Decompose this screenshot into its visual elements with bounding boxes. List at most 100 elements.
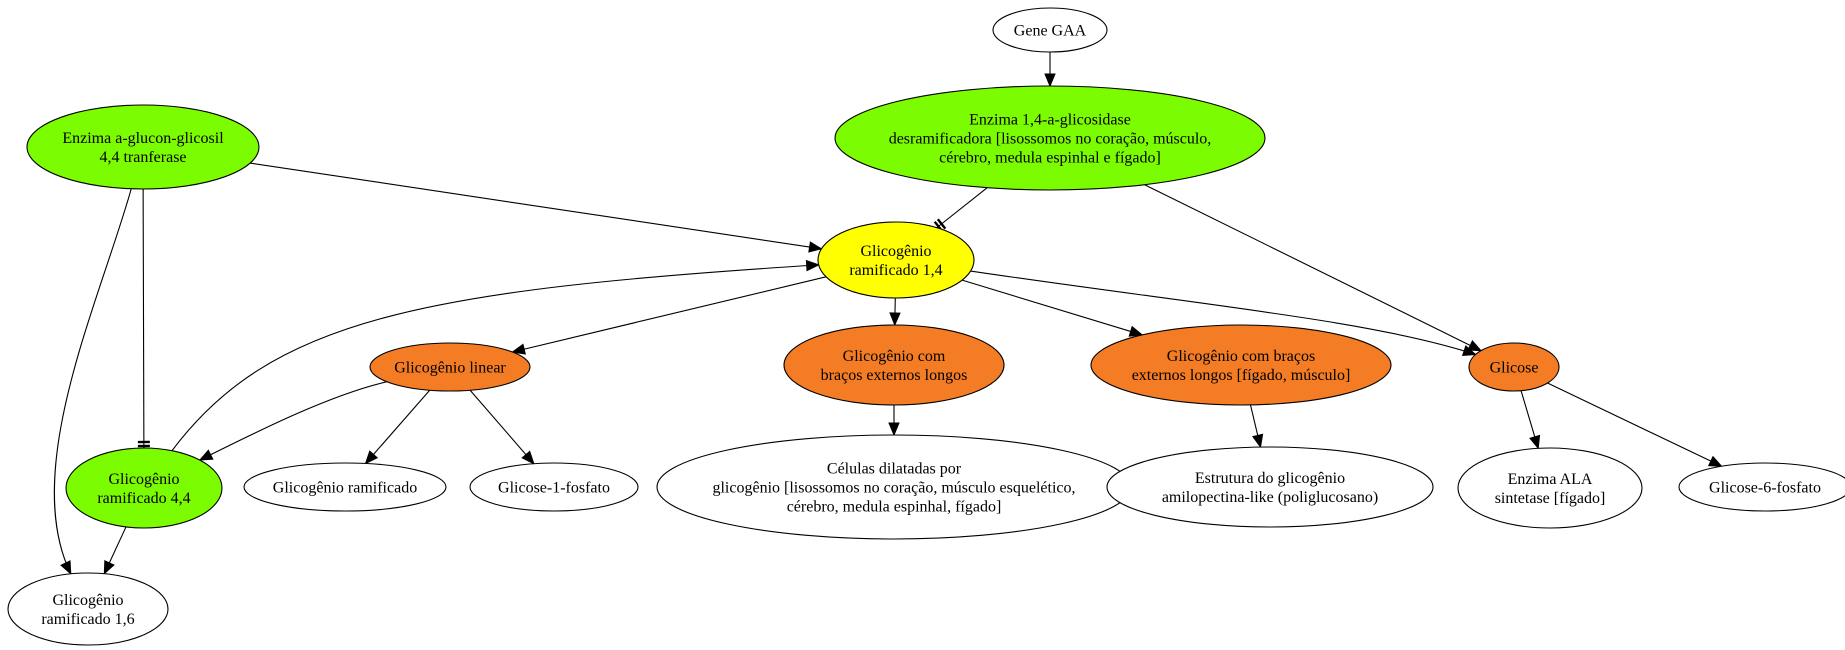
edge-glicogenio-ramificado-4-4-to-glicogenio-ramificado-1-6	[103, 526, 127, 575]
edges-layer	[53, 52, 1723, 576]
node-glicogenio-bracos-longos: Glicogênio com braços externos longos	[783, 324, 1005, 406]
node-label: sintetase [fígado]	[1495, 490, 1606, 507]
edge-line	[469, 389, 535, 465]
edge-enzima-alfa-glucon-to-glicogenio-ramificado-1-4	[250, 162, 823, 253]
edge-line	[1144, 184, 1482, 352]
node-ellipse	[369, 342, 531, 392]
edge-line	[512, 276, 827, 353]
arrowhead	[364, 450, 379, 465]
node-ellipse	[1457, 447, 1643, 529]
node-glicogenio-ramificado-4-4: Glicogênio ramificado 4,4	[65, 447, 223, 529]
edge-line	[936, 187, 988, 229]
node-glicogenio-ramificado: Glicogênio ramificado	[243, 462, 447, 512]
edge-line	[365, 389, 431, 464]
node-label: Glicose	[1490, 360, 1539, 377]
node-glicogenio-ramificado-1-4: Glicogênio ramificado 1,4	[817, 221, 975, 299]
arrowhead	[805, 259, 820, 272]
arrowhead	[521, 450, 535, 465]
node-label: ramificado 1,6	[41, 611, 134, 628]
arrowhead	[511, 343, 526, 355]
edge-line	[142, 188, 145, 449]
node-label: Enzima ALA	[1508, 471, 1593, 488]
node-label: Glicose-6-fosfato	[1709, 480, 1821, 497]
node-label: 4,4 tranferase	[99, 149, 186, 166]
edge-glicogenio-ramificado-4-4-to-glicogenio-ramificado-1-4	[171, 259, 820, 451]
node-label: Glicogênio	[860, 243, 931, 260]
node-label: Células dilatadas por	[827, 461, 962, 478]
edge-line	[961, 279, 1143, 336]
node-label: Glicogênio	[52, 592, 123, 609]
arrowhead	[888, 422, 900, 437]
edge-glicogenio-ramificado-1-4-to-glicogenio-bracos-figado	[961, 279, 1144, 337]
arrowhead	[60, 560, 72, 576]
node-glicose-6-fosfato: Glicose-6-fosfato	[1678, 462, 1845, 512]
arrowhead	[1529, 434, 1541, 450]
edge-enzima-alfa-glucon-to-glicogenio-ramificado-4-4	[137, 188, 150, 449]
edge-gene-gaa-to-enzima-desramificadora	[1044, 52, 1056, 88]
node-enzima-ala: Enzima ALA sintetase [fígado]	[1457, 447, 1643, 529]
edge-glicogenio-linear-to-glicose-1-fosfato	[469, 389, 535, 465]
arrowhead	[1044, 73, 1056, 88]
node-label: Estrutura do glicogênio	[1195, 470, 1345, 487]
node-ellipse	[783, 324, 1005, 406]
edge-line	[53, 188, 132, 575]
node-label: Glicogênio linear	[394, 360, 506, 377]
edge-glicose-to-glicose-6-fosfato	[1547, 382, 1723, 467]
node-label: amilopectina-like (poliglucosano)	[1162, 489, 1378, 506]
node-label: ramificado 1,4	[849, 262, 942, 279]
arrowhead	[1461, 345, 1477, 357]
arrowhead	[103, 559, 115, 575]
node-ellipse	[7, 572, 169, 646]
node-label: cérebro, medula espinhal, fígado]	[787, 499, 1002, 516]
node-ellipse	[243, 462, 447, 512]
node-label: Glicogênio	[108, 471, 179, 488]
edge-glicogenio-linear-to-glicogenio-ramificado	[364, 389, 431, 465]
arrowhead	[1128, 325, 1144, 337]
node-label: glicogênio [lisossomos no coração, múscu…	[712, 480, 1075, 497]
edge-enzima-alfa-glucon-to-glicogenio-ramificado-1-6	[53, 188, 132, 576]
arrowhead	[198, 449, 214, 461]
edge-line	[199, 381, 387, 461]
edge-enzima-desramificadora-to-glicose	[1144, 184, 1483, 352]
node-glicogenio-ramificado-1-6: Glicogênio ramificado 1,6	[7, 572, 169, 646]
node-ellipse	[834, 85, 1266, 191]
node-ellipse	[817, 221, 975, 299]
node-ellipse	[1678, 462, 1845, 512]
node-celulas-dilatadas: Células dilatadas por glicogênio [lisosso…	[656, 434, 1132, 540]
edge-glicose-to-enzima-ala	[1520, 390, 1541, 450]
node-estrutura-amilopectina: Estrutura do glicogênio amilopectina-like…	[1106, 446, 1434, 528]
edge-line	[250, 162, 822, 250]
node-glicogenio-bracos-figado: Glicogênio com braços externos longos [fí…	[1090, 324, 1392, 406]
node-enzima-desramificadora: Enzima 1,4-a-glicosidase desramificadora …	[834, 85, 1266, 191]
node-glicose: Glicose	[1468, 342, 1560, 392]
edge-glicogenio-bracos-figado-to-estrutura-amilopectina	[1249, 404, 1264, 449]
node-ellipse	[469, 462, 639, 512]
node-label: Glicogênio com braços	[1167, 348, 1315, 365]
node-label: Gene GAA	[1014, 23, 1087, 40]
node-glicose-1-fosfato: Glicose-1-fosfato	[469, 462, 639, 512]
node-label: Glicose-1-fosfato	[498, 480, 610, 497]
node-ellipse	[1090, 324, 1392, 406]
node-label: braços externos longos	[821, 367, 968, 384]
node-label: Enzima 1,4-a-glicosidase	[969, 112, 1131, 129]
arrowhead	[808, 241, 823, 253]
edge-glicogenio-ramificado-1-4-to-glicogenio-bracos-longos	[889, 297, 901, 327]
arrowhead	[1467, 340, 1483, 352]
node-label: desramificadora [lisossomos no coração, …	[889, 131, 1212, 148]
node-glicogenio-linear: Glicogênio linear	[369, 342, 531, 392]
node-label: Glicogênio ramificado	[273, 480, 417, 497]
edge-glicogenio-linear-to-glicogenio-ramificado-4-4	[198, 381, 387, 461]
node-label: ramificado 4,4	[97, 490, 190, 507]
edge-glicogenio-ramificado-1-4-to-glicogenio-linear	[511, 276, 827, 355]
edge-glicogenio-ramificado-1-4-to-glicose	[970, 270, 1477, 357]
arrowhead	[889, 312, 901, 327]
edge-glicogenio-bracos-longos-to-celulas-dilatadas	[888, 405, 900, 437]
arrowhead	[1252, 433, 1264, 449]
node-label: Glicogênio com	[843, 348, 946, 365]
node-label: cérebro, medula espinhal e fígado]	[939, 150, 1161, 167]
node-label: externos longos [fígado, músculo]	[1132, 367, 1351, 384]
arrowhead	[1707, 455, 1723, 467]
